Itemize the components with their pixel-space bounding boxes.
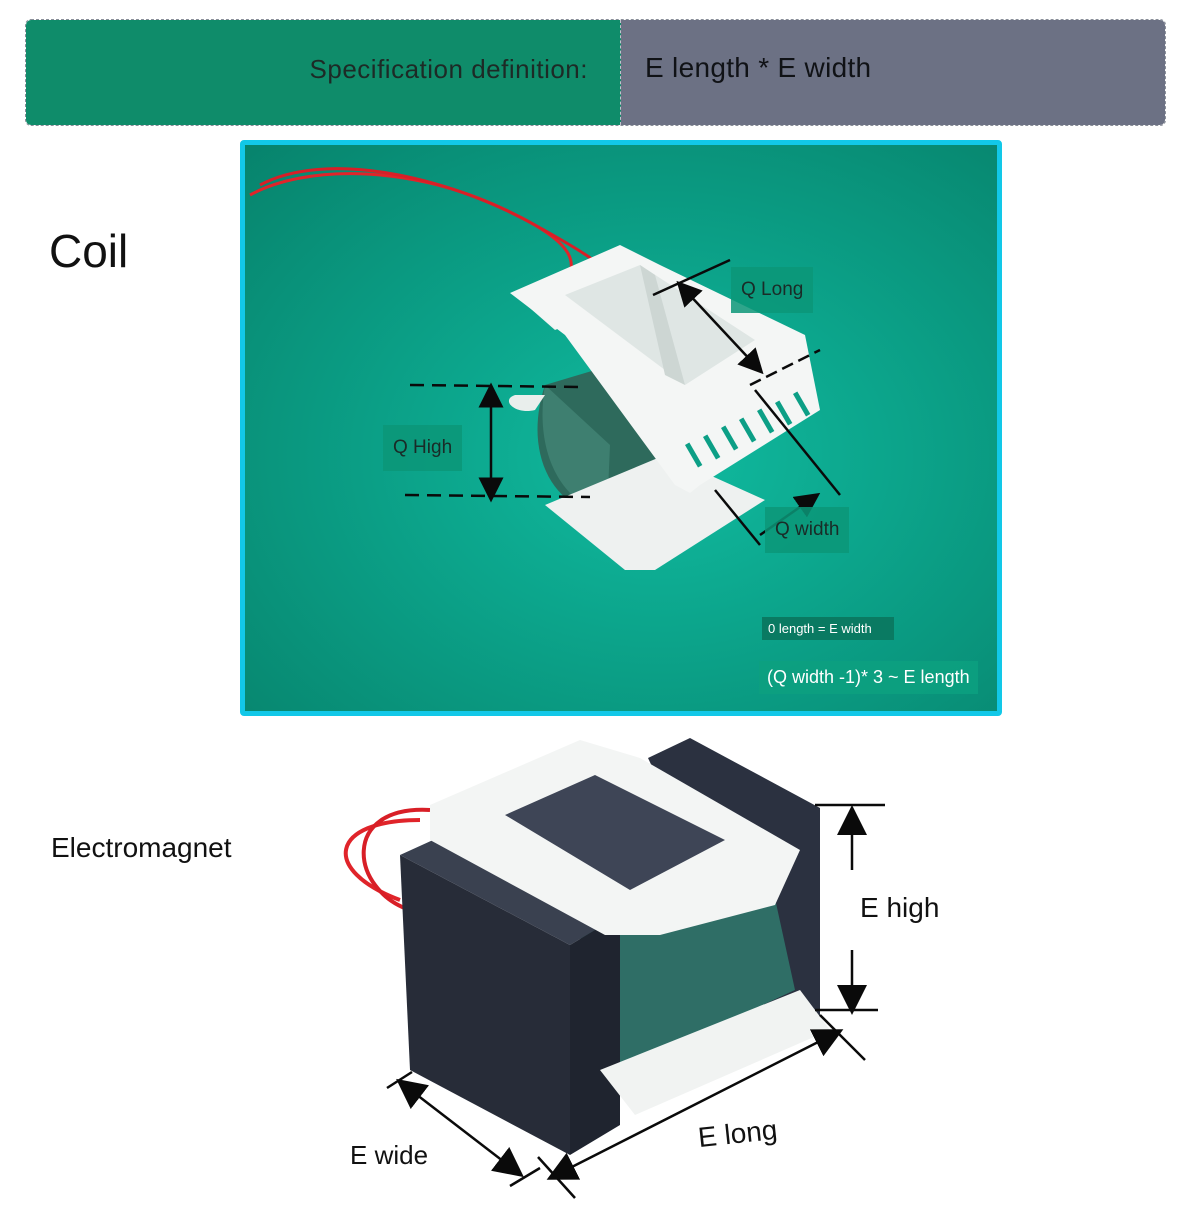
- spec-value: E length * E width: [645, 52, 872, 83]
- spec-value-cell: E length * E width: [621, 20, 1165, 125]
- electromagnet-illustration: E high E wide E long: [0, 720, 1200, 1217]
- zero-length-label: 0 length = E width: [762, 617, 894, 640]
- e-high-label: E high: [860, 892, 940, 923]
- q-long-label: Q Long: [731, 267, 814, 313]
- coil-title: Coil: [49, 225, 129, 277]
- spec-banner: Specification definition: E length * E w…: [25, 19, 1166, 126]
- electromagnet-title: Electromagnet: [51, 832, 232, 863]
- coil-illustration: [249, 167, 841, 570]
- q-width-label: Q width: [765, 507, 850, 553]
- spec-label-cell: Specification definition:: [26, 20, 621, 125]
- formula-label: (Q width -1)* 3 ~ E length: [759, 661, 978, 694]
- spec-label: Specification definition:: [309, 54, 588, 84]
- coil-photo: Q Long Q High Q width 0 length = E width…: [240, 140, 1002, 716]
- e-wide-label: E wide: [350, 1140, 429, 1170]
- q-high-label: Q High: [383, 425, 463, 471]
